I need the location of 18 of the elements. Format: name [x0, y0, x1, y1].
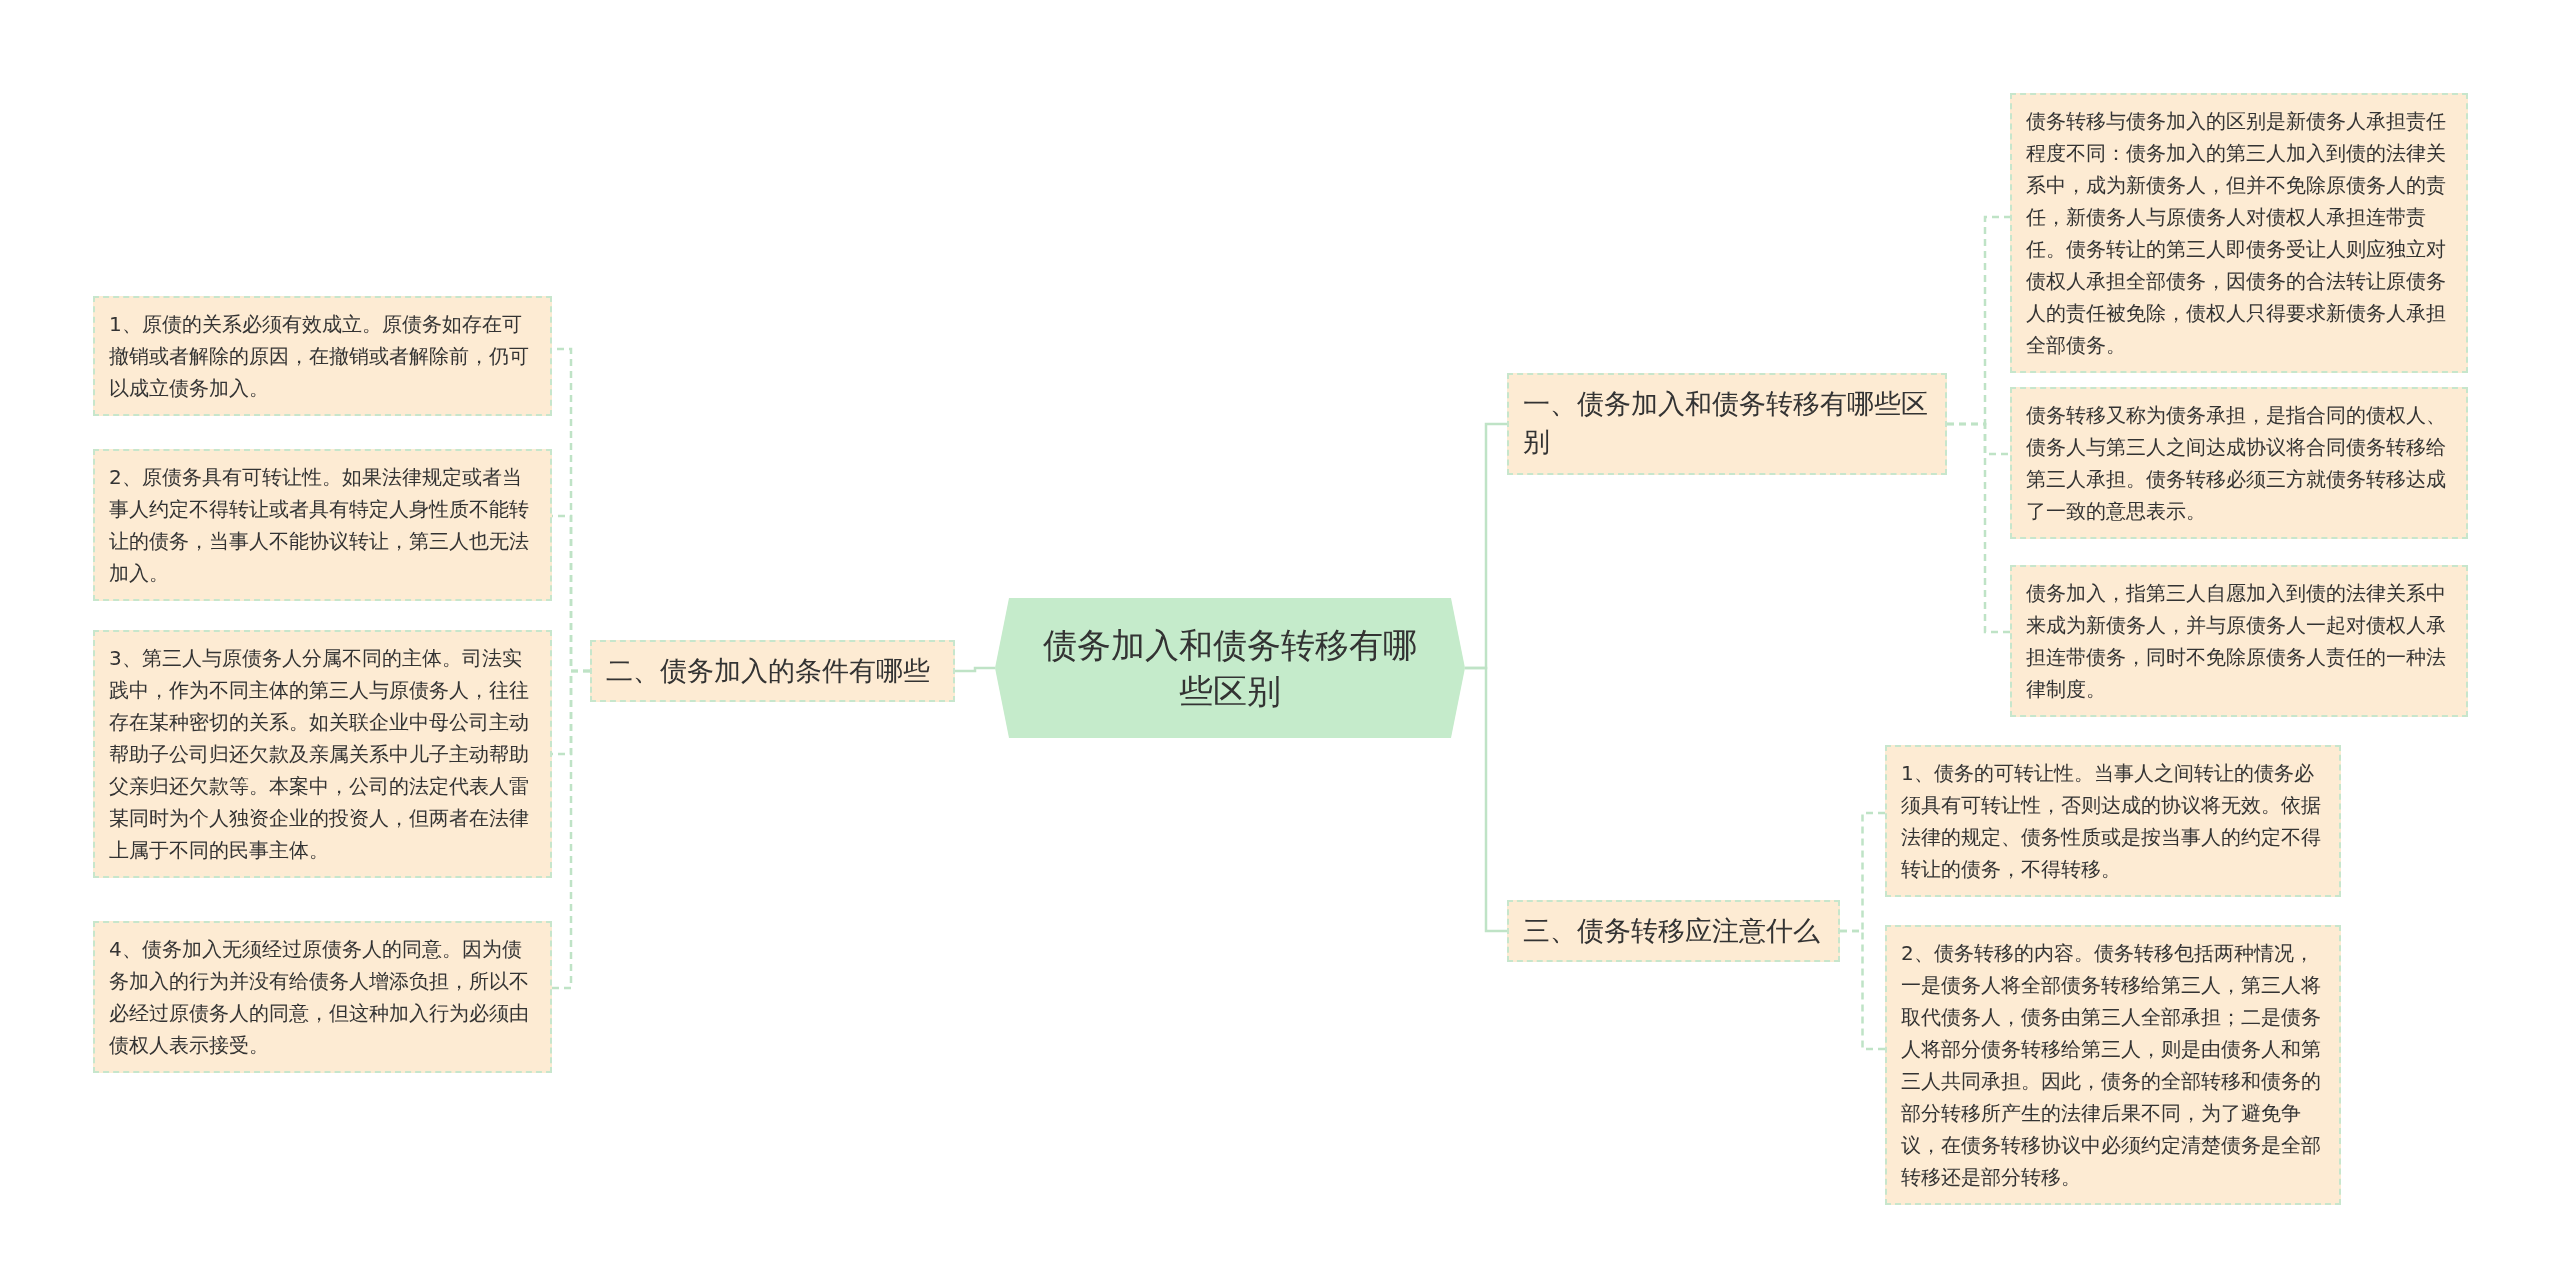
- connector-line: [552, 669, 590, 990]
- leaf-box: 债务转移又称为债务承担，是指合同的债权人、债务人与第三人之间达成协议将合同债务转移给第三人承担。债务转移必须三方就债务转移达成了一致的意思表示。: [2010, 387, 2468, 539]
- leaf-box: 1、债务的可转让性。当事人之间转让的债务必须具有可转让性，否则达成的协议将无效。依据法律的规定、债务性质或是按当事人的约定不得转让的债务，不得转移。: [1885, 745, 2341, 897]
- connector-line: [1840, 929, 1885, 1051]
- topic-hexagon: 债务加入和债务转移有哪些区别: [995, 598, 1465, 738]
- leaf-box: 2、原债务具有可转让性。如果法律规定或者当事人约定不得转让或者具有特定人身性质不能转让的债务，当事人不能协议转让，第三人也无法加入。: [93, 449, 552, 601]
- branch-box: 三、债务转移应注意什么: [1507, 900, 1840, 962]
- leaf-box: 4、债务加入无须经过原债务人的同意。因为债务加入的行为并没有给债务人增添负担，所以不必经过原债务人的同意，但这种加入行为必须由债权人表示接受。: [93, 921, 552, 1073]
- branch-box: 一、债务加入和债务转移有哪些区别: [1507, 373, 1947, 475]
- leaf-box: 2、债务转移的内容。债务转移包括两种情况，一是债务人将全部债务转移给第三人，第三人将取代债务人，债务由第三人全部承担；二是债务人将部分债务转移给第三人，则是由债务人和第三人共同承担。因此，债务的全部转移和债务的部分转移所产生的法律后果不同，为了避免争议，在债务转移协议中必须约定清楚债务是全部转移还是部分转移。: [1885, 925, 2341, 1205]
- connector-line: [1947, 422, 2010, 634]
- connector-line: [955, 666, 995, 673]
- branch-box: 二、债务加入的条件有哪些: [590, 640, 955, 702]
- leaf-box: 债务加入，指第三人自愿加入到债的法律关系中来成为新债务人，并与原债务人一起对债权人承担连带债务，同时不免除原债务人责任的一种法律制度。: [2010, 565, 2468, 717]
- leaf-box: 债务转移与债务加入的区别是新债务人承担责任程度不同：债务加入的第三人加入到债的法律关系中，成为新债务人，但并不免除原债务人的责任，新债务人与原债务人对债权人承担连带责任。债务转让的第三人即债务受让人则应独立对债权人承担全部债务，因债务的合法转让原债务人的责任被免除，债权人只得要求新债务人承担全部债务。: [2010, 93, 2468, 373]
- leaf-box: 1、原债的关系必须有效成立。原债务如存在可撤销或者解除的原因，在撤销或者解除前，仍可以成立债务加入。: [93, 296, 552, 416]
- leaf-box: 3、第三人与原债务人分属不同的主体。司法实践中，作为不同主体的第三人与原债务人，往往存在某种密切的关系。如关联企业中母公司主动帮助子公司归还欠款及亲属关系中儿子主动帮助父亲归还欠款等。本案中，公司的法定代表人雷某同时为个人独资企业的投资人，但两者在法律上属于不同的民事主体。: [93, 630, 552, 878]
- connector-line: [1465, 666, 1507, 933]
